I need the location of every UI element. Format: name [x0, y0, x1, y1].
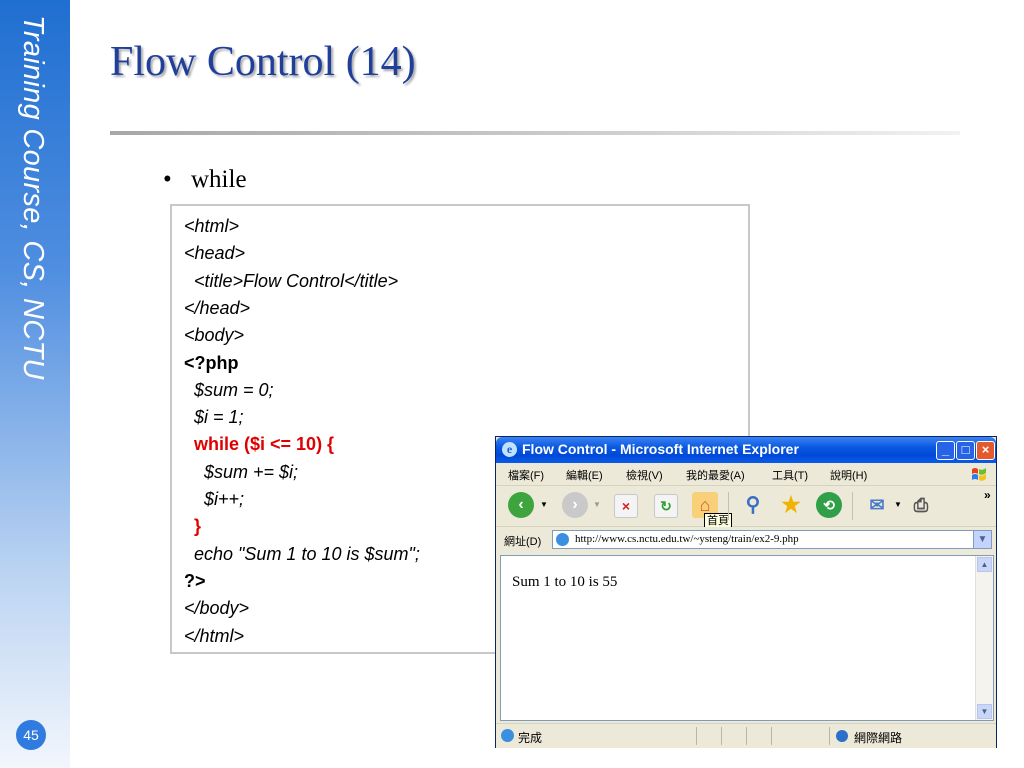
bullet-text: while: [191, 166, 247, 193]
slide-title: Flow Control (14): [110, 39, 416, 85]
address-label: 網址(D): [504, 536, 542, 548]
vertical-scrollbar[interactable]: ▲ ▼: [975, 556, 993, 720]
code-line: $i++;: [184, 489, 245, 509]
mail-dropdown-icon[interactable]: ▼: [894, 500, 902, 509]
code-line: </body>: [184, 598, 250, 619]
code-line: $i = 1;: [184, 407, 244, 428]
code-line: while ($i <= 10) {: [184, 434, 335, 455]
back-dropdown-icon[interactable]: ▼: [540, 500, 548, 509]
forward-icon[interactable]: ›: [562, 492, 588, 518]
code-line: ?>: [184, 570, 206, 591]
code-line: $sum += $i;: [184, 461, 299, 482]
browser-window: e Flow Control - Microsoft Internet Expl…: [495, 436, 997, 748]
home-tooltip: 首頁: [704, 513, 732, 529]
refresh-icon[interactable]: ↻: [654, 494, 678, 518]
history-icon[interactable]: ⟲: [816, 492, 842, 518]
page-output-text: Sum 1 to 10 is 55: [512, 574, 618, 590]
status-page-icon: [501, 729, 514, 742]
menu-tools[interactable]: 工具(T): [772, 470, 809, 482]
forward-dropdown-icon[interactable]: ▼: [593, 500, 601, 509]
code-line: echo "Sum 1 to 10 is $sum";: [184, 543, 420, 564]
print-icon[interactable]: ⎙: [913, 495, 929, 515]
bullet-item: • while: [163, 166, 247, 194]
menu-favorites[interactable]: 我的最愛(A): [686, 470, 745, 482]
code-line: <html>: [184, 216, 240, 236]
mail-icon[interactable]: ✉: [869, 495, 885, 515]
code-line: </head>: [184, 297, 251, 318]
minimize-button[interactable]: _: [936, 441, 955, 460]
menu-edit[interactable]: 編輯(E): [566, 470, 603, 482]
status-separator: [829, 727, 830, 745]
address-input[interactable]: http://www.cs.nctu.edu.tw/~ysteng/train/…: [552, 530, 992, 549]
code-line: <head>: [184, 243, 246, 264]
code-line: $sum = 0;: [184, 379, 274, 400]
browser-titlebar[interactable]: e Flow Control - Microsoft Internet Expl…: [496, 437, 996, 463]
bullet-dot: •: [163, 166, 172, 193]
address-dropdown-icon[interactable]: ▼: [973, 531, 991, 548]
internet-zone-icon: [836, 730, 848, 742]
address-url[interactable]: http://www.cs.nctu.edu.tw/~ysteng/train/…: [575, 533, 799, 545]
browser-content: Sum 1 to 10 is 55 ▲ ▼: [500, 555, 994, 721]
menu-file[interactable]: 檔案(F): [508, 470, 545, 482]
code-line: <body>: [184, 325, 245, 346]
code-line: <title>Flow Control</title>: [184, 270, 399, 291]
back-icon[interactable]: ‹: [508, 492, 534, 518]
toolbar-overflow-chevron[interactable]: »: [984, 488, 991, 502]
scroll-down-icon[interactable]: ▼: [977, 704, 992, 719]
title-divider: [110, 131, 960, 135]
code-line: <?php: [184, 352, 239, 373]
status-separator: [771, 727, 772, 745]
close-button[interactable]: ×: [976, 441, 995, 460]
windows-flag-icon: [972, 468, 986, 481]
toolbar-separator-2: [852, 492, 853, 520]
menu-view[interactable]: 檢視(V): [626, 470, 663, 482]
toolbar: ‹ ▼ › ▼ × ↻ ⌂ 首頁 ⚲ ★ ⟲ ✉ ▼ ⎙ »: [496, 486, 996, 529]
menu-help[interactable]: 說明(H): [830, 470, 868, 482]
maximize-button[interactable]: □: [956, 441, 975, 460]
code-listing: <html> <head> <title>Flow Control</title>…: [170, 204, 750, 654]
code-line: }: [184, 516, 202, 537]
menu-bar: 檔案(F) 編輯(E) 檢視(V) 我的最愛(A) 工具(T) 說明(H): [496, 463, 996, 486]
status-text: 完成: [518, 731, 543, 745]
course-label: Training Course, CS, NCTU: [17, 15, 49, 380]
page-icon: [556, 533, 569, 546]
code-line: </html>: [184, 625, 245, 646]
status-separator: [721, 727, 722, 745]
search-icon[interactable]: ⚲: [745, 494, 761, 516]
page-number-badge: 45: [16, 720, 46, 750]
zone-label: 網際網路: [854, 731, 903, 745]
toolbar-separator: [728, 492, 729, 520]
browser-title: Flow Control - Microsoft Internet Explor…: [522, 441, 799, 457]
status-separator: [696, 727, 697, 745]
scroll-up-icon[interactable]: ▲: [977, 557, 992, 572]
sidebar-band: Training Course, CS, NCTU 45: [0, 0, 70, 768]
stop-icon[interactable]: ×: [614, 494, 638, 518]
status-separator: [746, 727, 747, 745]
ie-logo-icon: e: [502, 442, 517, 457]
status-bar: 完成 網際網路: [496, 723, 996, 748]
address-bar: 網址(D) http://www.cs.nctu.edu.tw/~ysteng/…: [496, 527, 996, 553]
favorites-star-icon[interactable]: ★: [781, 492, 801, 517]
